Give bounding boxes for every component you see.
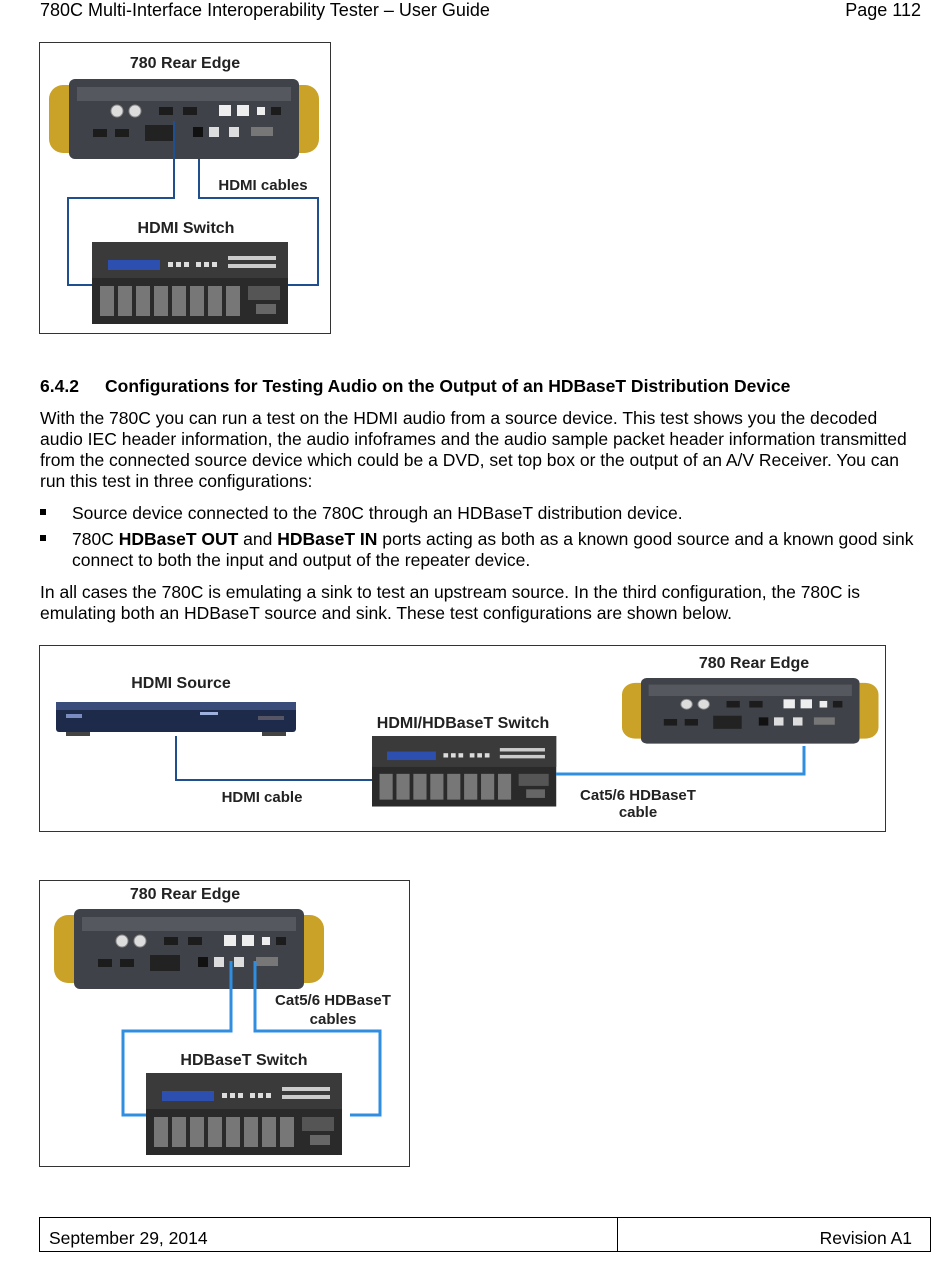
figure3-switch-label: HDBaseT Switch — [180, 1052, 307, 1069]
bullet-text: Source device connected to the 780C thro… — [72, 503, 683, 523]
figure2-source-label: HDMI Source — [131, 675, 231, 692]
section-closing-paragraph: In all cases the 780C is emulating a sin… — [40, 582, 861, 623]
figure-hdmi-hdbaset-switch-config: HDMI Source HDMI cable HDMI/HDBaseT Swit… — [39, 645, 886, 832]
figure1-device-label: 780 Rear Edge — [130, 55, 240, 72]
figure3-device-label: 780 Rear Edge — [130, 886, 240, 903]
section-intro-paragraph: With the 780C you can run a test on the … — [40, 408, 907, 491]
header-page-number: Page 112 — [845, 0, 921, 20]
bullet-marker — [40, 535, 46, 541]
figure1-cable-label: HDMI cables — [218, 177, 307, 194]
figure-hdmi-hdbaset-diagram: HDMI Source HDMI cable HDMI/HDBaseT Swit… — [56, 655, 879, 821]
section-number: 6.4.2 — [40, 376, 79, 396]
hdbaset-out-label: HDBaseT OUT — [118, 529, 239, 549]
figure2-cat-cable-label-line2: cable — [619, 804, 657, 821]
hdmi-source-player-image — [56, 702, 296, 736]
device-780-rear-edge-image — [48, 78, 320, 160]
bullet-item-2: 780C HDBaseT OUT and HDBaseT IN ports ac… — [40, 529, 920, 571]
figure2-hdmi-cable-label: HDMI cable — [222, 789, 303, 806]
hdbaset-in-label: HDBaseT IN — [277, 529, 378, 549]
figure2-device-label: 780 Rear Edge — [699, 655, 809, 672]
bullet-text: 780C HDBaseT OUT and HDBaseT IN ports ac… — [72, 529, 914, 570]
figure-hdbaset-switch-diagram: 780 Rear Edge Cat5/6 HDBaseT cables HDBa… — [53, 886, 391, 1155]
hdmi-hdbaset-switch-image — [372, 736, 557, 807]
footer-date: September 29, 2014 — [40, 1218, 618, 1251]
bullet-item-1: Source device connected to the 780C thro… — [40, 503, 920, 524]
device-780-rear-edge-image — [621, 677, 879, 745]
device-780-rear-edge-image — [53, 908, 325, 990]
bullet-marker — [40, 509, 46, 515]
figure2-cat-cable-label-line1: Cat5/6 HDBaseT — [580, 787, 696, 804]
footer-revision: Revision A1 — [819, 1228, 912, 1248]
figure2-switch-label: HDMI/HDBaseT Switch — [377, 715, 549, 732]
figure-hdmi-switch-diagram: 780 Rear Edge HDMI cables HDMI Switch — [48, 55, 320, 324]
figure3-cable-label-line2: cables — [310, 1011, 357, 1028]
figure3-cable-label-line1: Cat5/6 HDBaseT — [275, 992, 391, 1009]
hdbaset-switch-image — [146, 1073, 342, 1155]
section-title: Configurations for Testing Audio on the … — [105, 376, 791, 396]
figure-hdmi-switch-config: 780 Rear Edge HDMI cables HDMI Switch — [39, 42, 331, 334]
header-title: 780C Multi-Interface Interoperability Te… — [40, 0, 490, 20]
figure-hdbaset-switch-config: 780 Rear Edge Cat5/6 HDBaseT cables HDBa… — [39, 880, 410, 1167]
hdmi-switch-image — [92, 242, 288, 324]
footer: September 29, 2014 Revision A1 — [39, 1217, 931, 1252]
figure1-switch-label: HDMI Switch — [138, 220, 235, 237]
section-heading: 6.4.2 Configurations for Testing Audio on… — [40, 376, 790, 397]
